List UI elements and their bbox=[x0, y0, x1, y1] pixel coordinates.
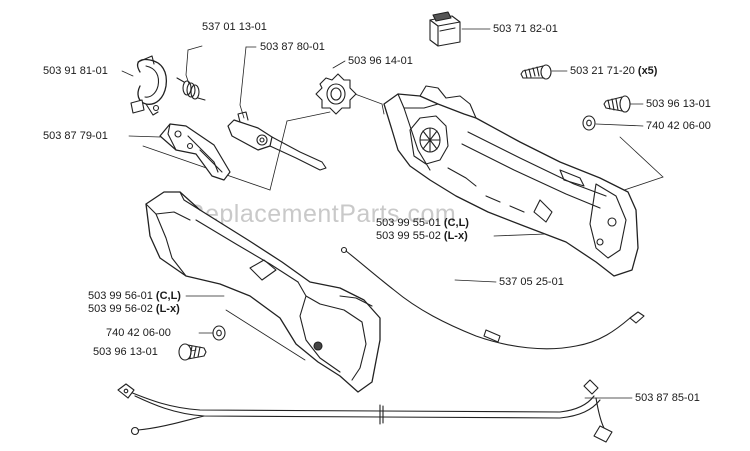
part-lever-503-87-80-01 bbox=[227, 111, 327, 171]
callout-503-91-81-01: 503 91 81-01 bbox=[43, 65, 108, 77]
callout-537-05-25-01: 537 05 25-01 bbox=[499, 276, 564, 288]
part-spring-537-01-13-01 bbox=[176, 77, 206, 101]
part-washer-740-42-06-00-lower bbox=[212, 325, 226, 341]
part-handle-right-503-99-55 bbox=[383, 85, 639, 277]
callout-503-99-56-01: 503 99 56-01 (C,L) bbox=[88, 290, 181, 302]
callout-503-21-71-20: 503 21 71-20 (x5) bbox=[570, 65, 658, 77]
callout-503-96-14-01: 503 96 14-01 bbox=[348, 55, 413, 67]
callout-503-99-55-01: 503 99 55-01 (C,L) bbox=[376, 217, 469, 229]
callout-537-01-13-01: 537 01 13-01 bbox=[202, 21, 267, 33]
callout-503-99-55-02: 503 99 55-02 (L-x) bbox=[376, 230, 468, 242]
part-switch-503-71-82-01 bbox=[429, 11, 461, 47]
callout-503-96-13-01-lower: 503 96 13-01 bbox=[93, 346, 158, 358]
part-trigger-503-87-79-01 bbox=[159, 123, 231, 181]
callout-503-87-80-01: 503 87 80-01 bbox=[260, 41, 325, 53]
part-handle-left-503-99-56 bbox=[145, 191, 381, 393]
part-wire-harness-503-87-85-01 bbox=[117, 379, 613, 443]
part-star-nut-503-96-14-01 bbox=[315, 73, 357, 115]
callout-503-99-56-02: 503 99 56-02 (L-x) bbox=[88, 303, 180, 315]
callout-740-42-06-00-lower: 740 42 06-00 bbox=[106, 327, 171, 339]
callout-503-96-13-01-upper: 503 96 13-01 bbox=[646, 98, 711, 110]
callout-503-87-79-01: 503 87 79-01 bbox=[43, 130, 108, 142]
part-cable-537-05-25-01 bbox=[340, 246, 645, 350]
callout-503-87-85-01: 503 87 85-01 bbox=[635, 392, 700, 404]
part-screw-503-21-71-20 bbox=[520, 64, 552, 80]
part-clamp-503-91-81-01 bbox=[130, 55, 168, 116]
callout-503-71-82-01: 503 71 82-01 bbox=[493, 23, 558, 35]
callout-740-42-06-00-upper: 740 42 06-00 bbox=[646, 120, 711, 132]
part-screw-503-96-13-01-lower bbox=[178, 343, 207, 361]
part-washer-740-42-06-00-upper bbox=[582, 115, 596, 131]
part-screw-503-96-13-01-upper bbox=[603, 95, 631, 113]
